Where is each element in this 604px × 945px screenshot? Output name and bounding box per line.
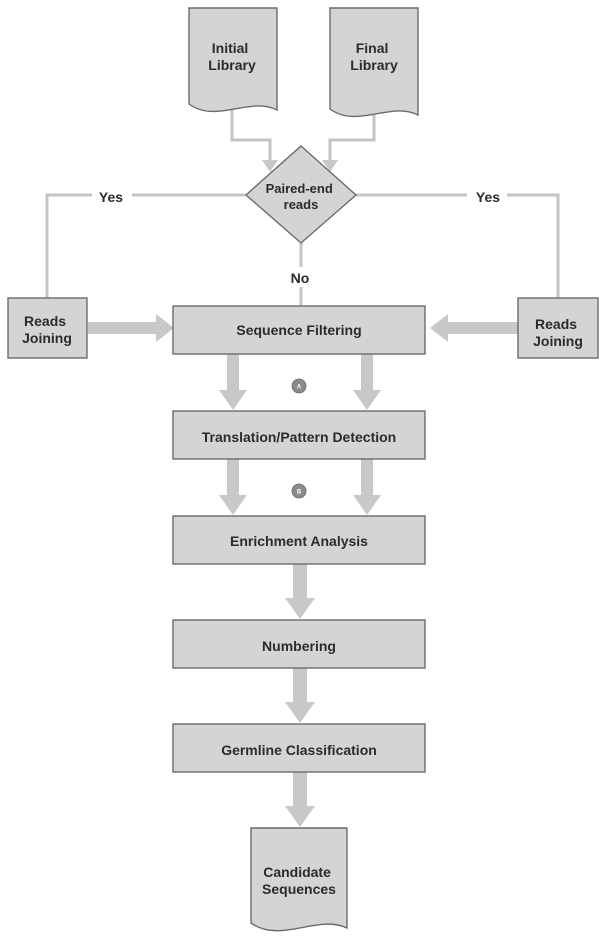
- translation-box: [172, 410, 426, 460]
- arrow-sf-tr-right-head: [353, 390, 381, 410]
- numbering-box: [172, 619, 426, 669]
- badge-a-label: A: [297, 385, 302, 391]
- candidate-line1: Candidate: [263, 864, 331, 880]
- yes-right-label: Yes: [476, 189, 500, 205]
- initial-library-line2: Library: [208, 57, 256, 73]
- final-library-line1: Final: [356, 40, 389, 56]
- connector-initial-to-decision: [230, 110, 272, 165]
- arrowhead-final: [322, 160, 338, 172]
- arrow-tr-en-left-shaft: [227, 459, 239, 497]
- initial-library-document: [188, 7, 278, 113]
- badge-b-icon: [291, 483, 307, 499]
- arrow-en-nu-shaft: [293, 564, 307, 600]
- translation-label: Translation/Pattern Detection: [202, 429, 396, 445]
- enrichment-box: [172, 515, 426, 565]
- final-library-line2: Library: [350, 57, 398, 73]
- svg-text:Candidate Sequences: Candidate Sequences: [262, 864, 336, 897]
- candidate-line2: Sequences: [262, 881, 336, 897]
- arrow-sf-tr-left-head: [219, 390, 247, 410]
- arrow-ge-cs-shaft: [293, 772, 307, 808]
- svg-text:Reads Joining: Reads Joining: [533, 316, 583, 349]
- reads-joining-left-box: [7, 297, 88, 359]
- reads-joining-left-line2: Joining: [22, 330, 72, 346]
- arrow-nu-ge-shaft: [293, 668, 307, 704]
- svg-text:Final Library: Final Library: [350, 40, 398, 73]
- arrow-tr-en-right-head: [353, 495, 381, 515]
- reads-joining-right-line1: Reads: [535, 316, 577, 332]
- arrow-left-head: [156, 314, 174, 342]
- arrow-nu-ge-head: [285, 702, 315, 723]
- paired-end-decision: [244, 145, 358, 244]
- sequence-filtering-box: [172, 305, 426, 355]
- arrowhead-initial: [262, 160, 278, 172]
- enrichment-label: Enrichment Analysis: [230, 533, 368, 549]
- reads-joining-left-line1: Reads: [24, 313, 66, 329]
- svg-text:Reads Joining: Reads Joining: [22, 313, 72, 346]
- connector-yes-right: [356, 193, 560, 298]
- arrow-sf-tr-right-shaft: [361, 354, 373, 392]
- germline-box: [172, 723, 426, 773]
- badge-b-label: B: [297, 490, 302, 496]
- arrow-right-head: [430, 314, 448, 342]
- final-library-document: [329, 7, 419, 118]
- svg-text:Initial Library: Initial Library: [208, 40, 256, 73]
- arrow-sf-tr-left-shaft: [227, 354, 239, 392]
- reads-joining-right-box: [517, 297, 599, 359]
- no-label: No: [291, 270, 310, 286]
- svg-text:Paired-end reads: Paired-end reads: [266, 181, 337, 212]
- arrow-right-shaft: [446, 322, 518, 334]
- arrow-tr-en-right-shaft: [361, 459, 373, 497]
- initial-library-line1: Initial: [212, 40, 249, 56]
- decision-line1: Paired-end: [266, 181, 333, 196]
- sequence-filtering-label: Sequence Filtering: [236, 322, 361, 338]
- numbering-label: Numbering: [262, 638, 336, 654]
- germline-label: Germline Classification: [221, 742, 377, 758]
- badge-a-icon: [291, 378, 307, 394]
- connector-final-to-decision: [328, 115, 376, 165]
- arrow-tr-en-left-head: [219, 495, 247, 515]
- no-bg: [284, 267, 316, 287]
- yes-left-label: Yes: [99, 189, 123, 205]
- yes-left-bg: [92, 186, 132, 206]
- decision-line2: reads: [284, 197, 319, 212]
- yes-right-bg: [467, 186, 507, 206]
- arrow-ge-cs-head: [285, 806, 315, 827]
- arrow-left-shaft: [88, 322, 158, 334]
- arrow-en-nu-head: [285, 598, 315, 619]
- reads-joining-right-line2: Joining: [533, 333, 583, 349]
- candidate-sequences-document: [250, 827, 348, 932]
- connector-yes-left: [45, 193, 246, 298]
